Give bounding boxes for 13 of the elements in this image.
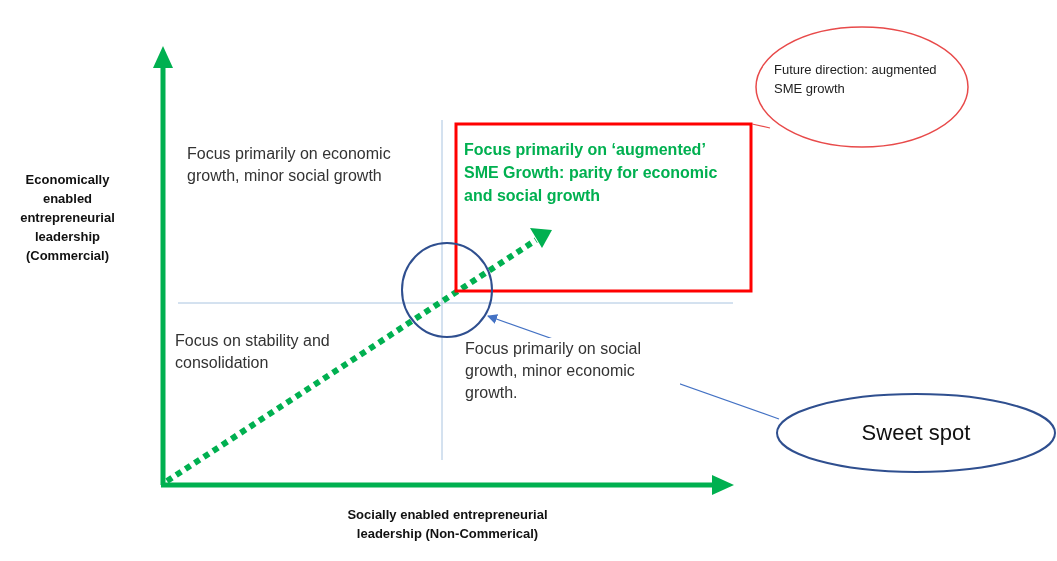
highlight-box: [454, 122, 753, 293]
axis-title: Socially enabled entrepreneurial leadership (Non-Commerical): [346, 506, 549, 543]
speech-bubble: [755, 26, 969, 148]
bubble-tail: [751, 123, 771, 129]
quadrant-text: Focus on stability and consolidation: [175, 331, 331, 373]
quadrant-text: Focus primarily on economic growth, minor social growth: [187, 144, 392, 186]
bubble-text: Future direction: augmented SME growth: [774, 61, 938, 98]
callout-text: Sweet spot: [860, 420, 972, 446]
quadrant-text: Focus primarily on social growth, minor economic growth.: [465, 338, 680, 404]
axis-title: Economically enabled entrepreneurial leadership (Commercial): [19, 171, 116, 265]
highlight-circle: [401, 242, 493, 338]
callout-ellipse: [776, 393, 1056, 473]
quadrant-text: Focus primarily on ‘augmented’ SME Growth: parity for economic and social growth: [464, 140, 719, 206]
